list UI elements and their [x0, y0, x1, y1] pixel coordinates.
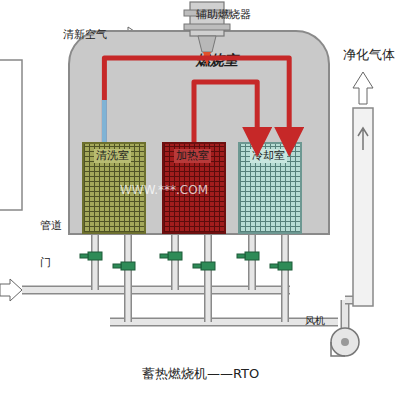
caption: 蓄热燃烧机——RTO [142, 366, 259, 382]
duct-label: 管道 [40, 219, 62, 233]
flow-pipe [104, 58, 289, 142]
node-title: 加热室 [174, 149, 211, 163]
valves [80, 252, 292, 270]
outlet-arrow [353, 72, 373, 104]
air-label: 清新空气 [63, 28, 107, 42]
inlet-arrow [0, 279, 22, 301]
pipe-network [22, 232, 362, 330]
burner-flange [184, 24, 230, 30]
stack-flow-arrow [358, 128, 368, 150]
chamber-box: 冷却室 [238, 142, 302, 234]
duct-vessel [0, 60, 22, 210]
fan-symbol [331, 328, 359, 356]
fan-label: 风机 [305, 314, 325, 327]
exhaust-stack [353, 108, 373, 306]
watermark: WWW.***.COM [120, 183, 208, 198]
fan-hub [341, 338, 349, 346]
node-title: 清洗室 [94, 149, 131, 163]
outlet-label: 净化气体 [343, 47, 395, 63]
pipe-segment [102, 100, 107, 142]
node-title: 冷却室 [250, 149, 287, 163]
burner-nozzle [198, 36, 216, 52]
flow-pipe [194, 82, 257, 142]
door-label: 门 [40, 256, 51, 270]
burner-label: 辅助燃烧器 [196, 8, 251, 22]
